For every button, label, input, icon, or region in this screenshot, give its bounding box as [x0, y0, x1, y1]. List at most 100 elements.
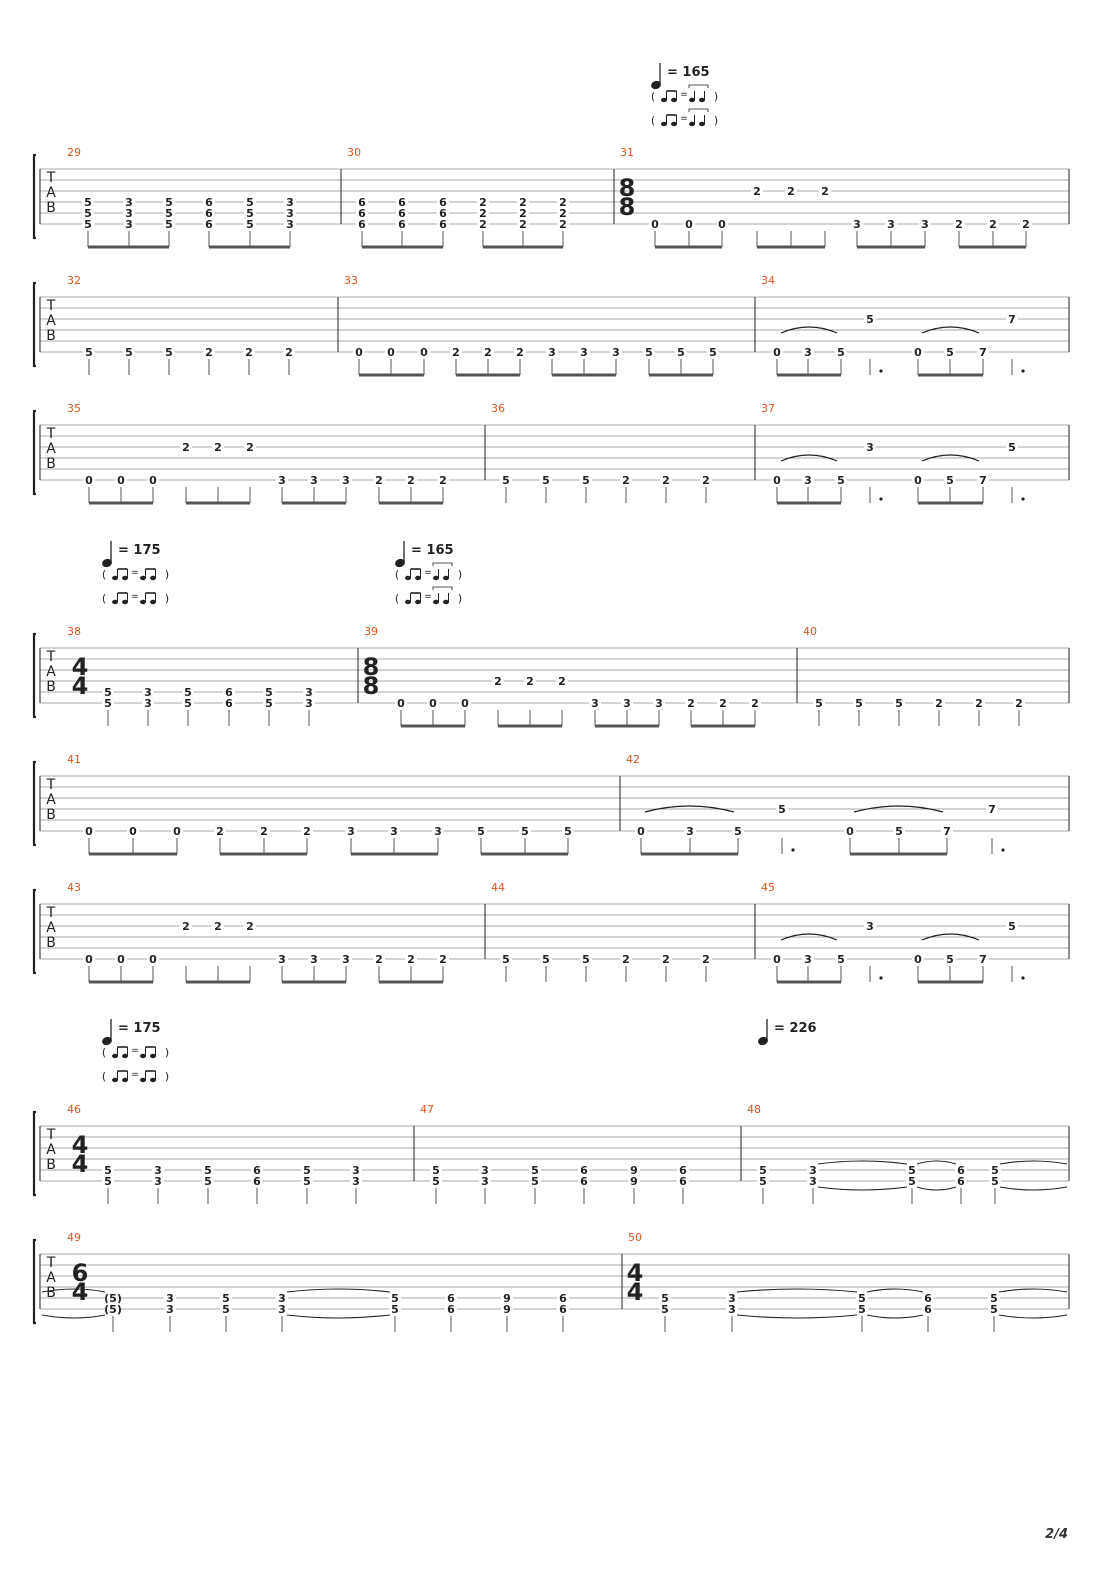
fret-number: 0 — [117, 474, 125, 487]
fret-number: 3 — [166, 1303, 174, 1316]
fret-number: 3 — [809, 1164, 817, 1177]
fret-number: 2 — [821, 185, 829, 198]
dotted-rhythm-dot — [1001, 848, 1005, 852]
note-event: 2 — [180, 441, 192, 503]
fret-number: 3 — [728, 1303, 736, 1316]
note-event: 3 — [919, 218, 931, 247]
fret-number: 3 — [804, 953, 812, 966]
fret-number: 0 — [149, 474, 157, 487]
svg-text:=: = — [424, 592, 432, 602]
fret-number: 5 — [391, 1292, 399, 1305]
note-event: 2 — [243, 346, 255, 375]
note-event: 55 — [202, 1164, 214, 1204]
note-event: 2 — [405, 953, 417, 982]
fret-number: 0 — [420, 346, 428, 359]
time-signature-top: 4 — [72, 1131, 89, 1159]
fret-number: 2 — [787, 185, 795, 198]
svg-text:): ) — [714, 90, 718, 103]
measure-number: 33 — [344, 274, 358, 287]
tempo-bpm: = 175 — [118, 1021, 161, 1036]
swing-indicator-icon: (=) — [651, 84, 718, 103]
system-bracket — [32, 1238, 36, 1325]
note-event: 5 — [853, 697, 865, 726]
measure-number: 49 — [67, 1231, 81, 1244]
fret-number: 3 — [125, 207, 133, 220]
fret-number: 2 — [622, 953, 630, 966]
fret-number: 5 — [222, 1303, 230, 1316]
fret-number: 3 — [286, 218, 294, 231]
fret-number: 5 — [432, 1164, 440, 1177]
svg-text:=: = — [131, 592, 139, 602]
fret-number: 5 — [477, 825, 485, 838]
fret-number: 5 — [991, 1164, 999, 1177]
fret-number: 3 — [548, 346, 556, 359]
tab-clef-letter: T — [46, 1255, 56, 1271]
system-bracket — [32, 281, 36, 368]
tie — [916, 1186, 957, 1191]
fret-number: 2 — [558, 675, 566, 688]
fret-number: 5 — [542, 474, 550, 487]
fret-number: 6 — [253, 1164, 261, 1177]
fret-number: 0 — [773, 474, 781, 487]
note-event: 0 — [716, 218, 728, 247]
note-event: 3 — [340, 474, 352, 503]
note-event: 2 — [1020, 218, 1032, 247]
note-event: 99 — [501, 1292, 513, 1332]
fret-number: 3 — [352, 1175, 360, 1188]
fret-number: 6 — [358, 207, 366, 220]
swing-indicator-icon: (=) — [102, 568, 169, 581]
tab-clef-letter: A — [46, 664, 56, 680]
note-event: 666 — [356, 196, 368, 247]
fret-number: 5 — [990, 1303, 998, 1316]
time-signature-bottom: 4 — [72, 672, 89, 700]
svg-text:(: ( — [651, 114, 655, 127]
tab-clef-letter: A — [46, 441, 56, 457]
fret-number: 5 — [531, 1175, 539, 1188]
fret-number: 2 — [439, 953, 447, 966]
note-event: 0 — [353, 346, 365, 375]
note-event: 3 — [546, 346, 558, 375]
note-event: 2 — [660, 953, 672, 982]
note-event: 33 — [807, 1164, 819, 1204]
fret-number: 3 — [154, 1164, 162, 1177]
note-event: 2 — [524, 675, 536, 726]
fret-number: 2 — [246, 920, 254, 933]
dotted-rhythm-dot — [879, 976, 883, 980]
fret-number: 5 — [946, 346, 954, 359]
note-event: 66 — [445, 1292, 457, 1332]
svg-text:=: = — [680, 114, 688, 124]
fret-number: 5 — [858, 1292, 866, 1305]
note-event: 666 — [437, 196, 449, 247]
note-event: 222 — [477, 196, 489, 247]
note-event: 3 — [653, 697, 665, 726]
tie — [817, 1186, 908, 1191]
note-event: 33 — [479, 1164, 491, 1204]
measure-number: 34 — [761, 274, 775, 287]
note-event: 555 — [244, 196, 256, 247]
fret-number: 5 — [582, 474, 590, 487]
svg-text:=: = — [131, 568, 139, 578]
tab-clef-letter: A — [46, 185, 56, 201]
note-event: 2 — [203, 346, 215, 375]
fret-number: 5 — [165, 218, 173, 231]
note-event: 2 — [620, 474, 632, 503]
measure-number: 43 — [67, 881, 81, 894]
fret-number: 5 — [84, 207, 92, 220]
fret-number: 2 — [622, 474, 630, 487]
fret-number: 3 — [591, 697, 599, 710]
tempo-bpm: = 165 — [667, 65, 710, 80]
note-event: 55 — [430, 1164, 442, 1204]
fret-number: 7 — [1008, 313, 1016, 326]
fret-number: 3 — [278, 1292, 286, 1305]
fret-number: 0 — [149, 953, 157, 966]
time-signature-top: 8 — [363, 653, 380, 681]
svg-text:): ) — [165, 1046, 169, 1059]
fret-number: 3 — [853, 218, 861, 231]
time-signature-top: 8 — [619, 174, 636, 202]
